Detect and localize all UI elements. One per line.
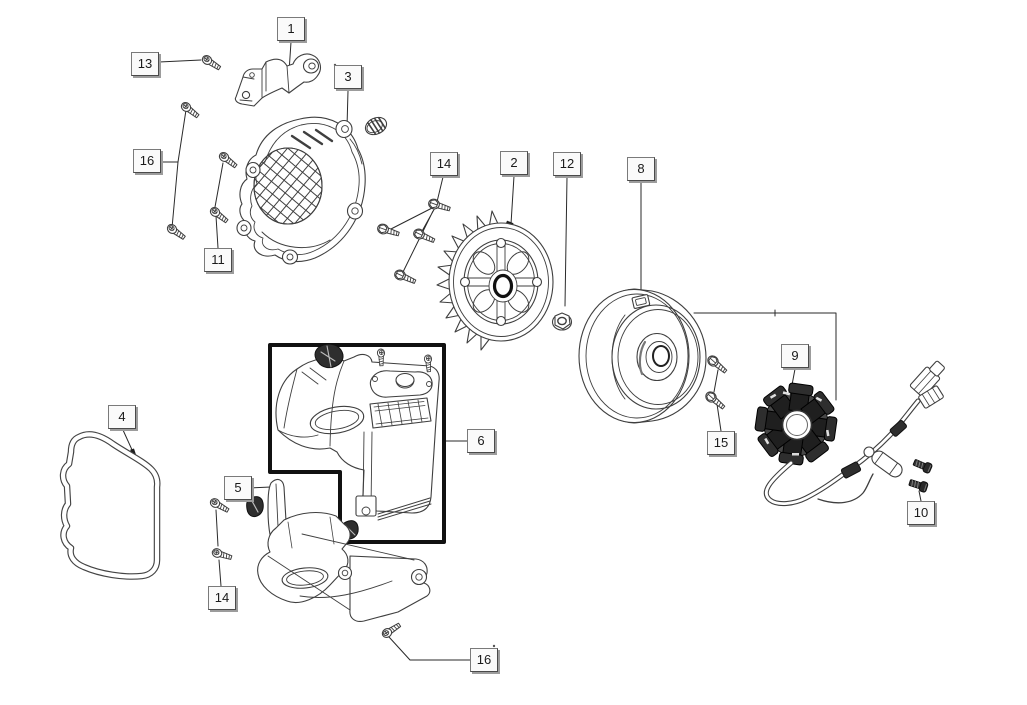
callout-gasket[interactable]: 4 (108, 405, 136, 429)
callout-bolts-upper[interactable]: 14 (430, 152, 458, 176)
callout-fan-cover[interactable]: 3 (334, 65, 362, 89)
callout-screw[interactable]: 13 (131, 52, 159, 76)
part-mounting-bracket (234, 53, 321, 107)
part-fan-cover (236, 116, 366, 265)
callout-upper-shroud-kit[interactable]: 6 (467, 429, 495, 453)
callout-stator[interactable]: 9 (781, 344, 809, 368)
part-shroud-cover (369, 370, 433, 398)
callout-screws-middle[interactable]: 11 (204, 248, 232, 272)
part-nut-12 (551, 312, 573, 331)
part-stator (754, 382, 838, 466)
part-gasket (59, 431, 161, 580)
callout-clip[interactable]: 5 (224, 476, 252, 500)
callout-flywheel-rotor[interactable]: 8 (627, 157, 655, 181)
callout-screw-bottom[interactable]: 16 (470, 648, 498, 672)
callout-fan-wheel[interactable]: 2 (500, 151, 528, 175)
callout-screws-lower[interactable]: 14 (208, 586, 236, 610)
part-plug-cap (364, 116, 388, 136)
leader-lines (122, 41, 922, 661)
part-clip-5 (246, 496, 264, 518)
part-wire-harness (763, 360, 945, 507)
part-lower-shroud (257, 478, 431, 622)
callout-screws-left[interactable]: 16 (133, 149, 161, 173)
part-shroud-bracket (314, 343, 344, 369)
callout-bolts-dark[interactable]: 10 (907, 501, 935, 525)
callout-mounting-bracket[interactable]: 1 (277, 17, 305, 41)
callout-bolts-stator[interactable]: 15 (707, 431, 735, 455)
part-fan-wheel (436, 210, 554, 351)
part-flywheel-rotor (578, 288, 707, 424)
callout-nut[interactable]: 12 (553, 152, 581, 176)
